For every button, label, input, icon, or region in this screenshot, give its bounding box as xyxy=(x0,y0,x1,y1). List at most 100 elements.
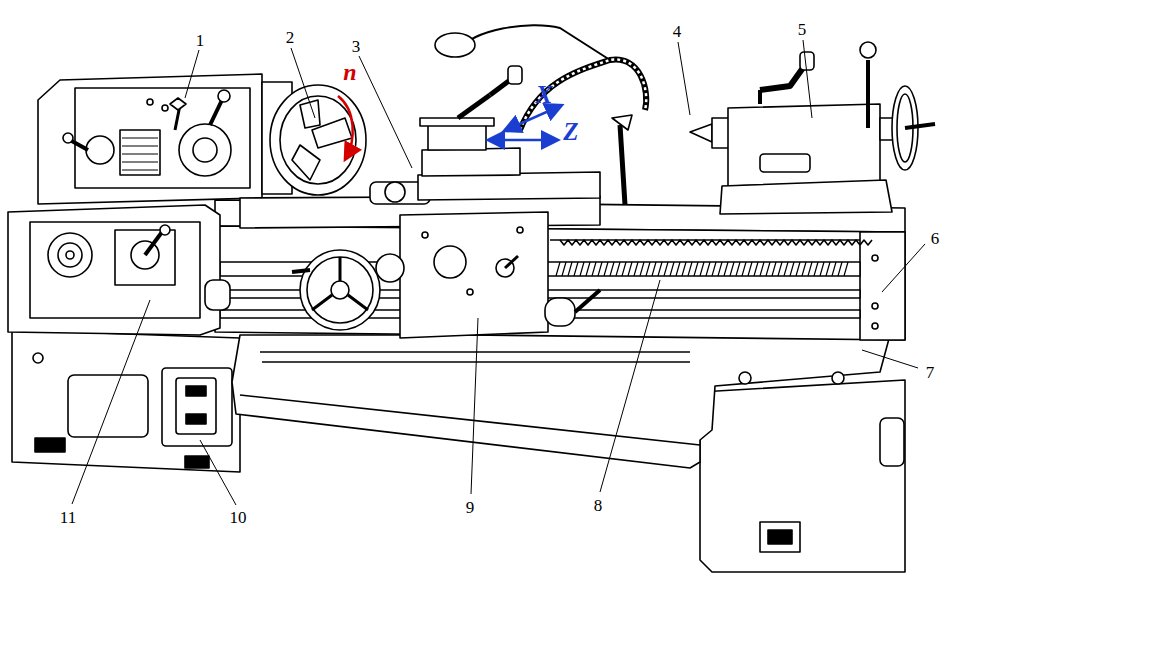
lever xyxy=(210,100,222,125)
start-lever xyxy=(545,298,575,326)
chart-lines xyxy=(122,138,158,170)
callout-number: 7 xyxy=(926,364,935,381)
motion-symbol: Z xyxy=(563,119,578,144)
apron-boss xyxy=(434,246,466,278)
compound-rest xyxy=(422,148,520,176)
switch xyxy=(186,386,206,396)
hub xyxy=(331,281,349,299)
tray-edge xyxy=(240,395,700,445)
hose-pattern xyxy=(520,60,646,130)
switch-box xyxy=(162,368,232,446)
callout-number: 6 xyxy=(931,230,940,247)
tool-post-top xyxy=(420,118,494,126)
apron xyxy=(400,212,548,338)
lamp xyxy=(435,33,475,57)
chuck-face xyxy=(280,96,356,184)
bolt xyxy=(872,323,878,329)
chuck xyxy=(270,85,366,195)
screw xyxy=(422,232,428,238)
callout-number: 4 xyxy=(673,23,682,40)
door xyxy=(880,418,904,466)
lever xyxy=(575,290,600,312)
bolt xyxy=(872,255,878,261)
motion-symbol: X xyxy=(536,82,553,107)
right-leg xyxy=(700,380,905,572)
callout-number: 5 xyxy=(798,21,807,38)
bolt xyxy=(832,372,844,384)
nozzle xyxy=(612,115,632,130)
gearbox-panel xyxy=(30,222,200,318)
knob xyxy=(86,136,114,164)
selector xyxy=(193,138,217,162)
knob-plate xyxy=(115,230,175,285)
bolt xyxy=(739,372,751,384)
feed-gearbox xyxy=(8,205,220,335)
vent xyxy=(35,438,65,452)
rotation-arrow xyxy=(338,96,353,158)
callout-number: 1 xyxy=(196,32,205,49)
lever-knob xyxy=(860,42,876,58)
handle xyxy=(905,124,935,128)
bolt xyxy=(872,303,878,309)
screw xyxy=(147,99,153,105)
indicator xyxy=(170,98,186,110)
dial xyxy=(58,243,82,267)
tool-post-handle xyxy=(490,80,510,95)
tool-post xyxy=(428,124,486,150)
lever xyxy=(866,60,870,128)
chip-tray xyxy=(232,335,890,468)
tailstock-center xyxy=(690,124,712,142)
headstock xyxy=(38,74,262,204)
leader-lines xyxy=(72,40,925,505)
spokes xyxy=(312,257,368,310)
lever xyxy=(505,256,518,268)
screw xyxy=(162,105,168,111)
tray-line xyxy=(260,351,690,353)
lock-lever xyxy=(760,65,805,90)
vent xyxy=(768,530,792,544)
motion-symbol: n xyxy=(343,60,356,84)
switch xyxy=(186,414,206,424)
handwheel-small xyxy=(385,182,405,202)
callout-number: 10 xyxy=(230,509,247,526)
coolant-hose xyxy=(520,60,646,130)
leadscrew-bracket xyxy=(860,232,905,340)
x-axis-arrow xyxy=(506,106,560,130)
lever-knob xyxy=(160,225,170,235)
headstock-panel xyxy=(75,88,250,188)
tool-post-handle xyxy=(458,95,490,118)
vent-frame xyxy=(760,522,800,552)
handle-knob xyxy=(508,66,522,84)
callout-number: 3 xyxy=(352,38,361,55)
callout-number: 11 xyxy=(60,509,76,526)
lever-knob xyxy=(63,133,73,143)
lever xyxy=(70,140,88,150)
tailstock-base xyxy=(720,180,892,214)
thread xyxy=(556,262,848,276)
callout-number: 8 xyxy=(594,497,603,514)
screw xyxy=(517,227,523,233)
bolt xyxy=(33,353,43,363)
switch-panel xyxy=(176,378,216,434)
callout-number: 2 xyxy=(286,29,295,46)
selector xyxy=(179,124,231,176)
z-axis-arrow xyxy=(490,139,556,142)
tailstock xyxy=(728,104,880,186)
bed-body xyxy=(215,226,905,340)
rack-teeth xyxy=(560,240,872,245)
callout-number: 9 xyxy=(466,499,475,516)
handle xyxy=(292,270,310,272)
dial xyxy=(48,233,92,277)
dial xyxy=(66,251,74,259)
lever-knob xyxy=(800,52,814,70)
handwheel xyxy=(300,250,380,330)
vent xyxy=(185,456,209,468)
handwheel xyxy=(307,257,373,323)
screw xyxy=(467,289,473,295)
speed-chart xyxy=(120,130,160,175)
lever-knob xyxy=(218,90,230,102)
coolant-pipe xyxy=(620,125,625,205)
jaw xyxy=(292,145,320,180)
